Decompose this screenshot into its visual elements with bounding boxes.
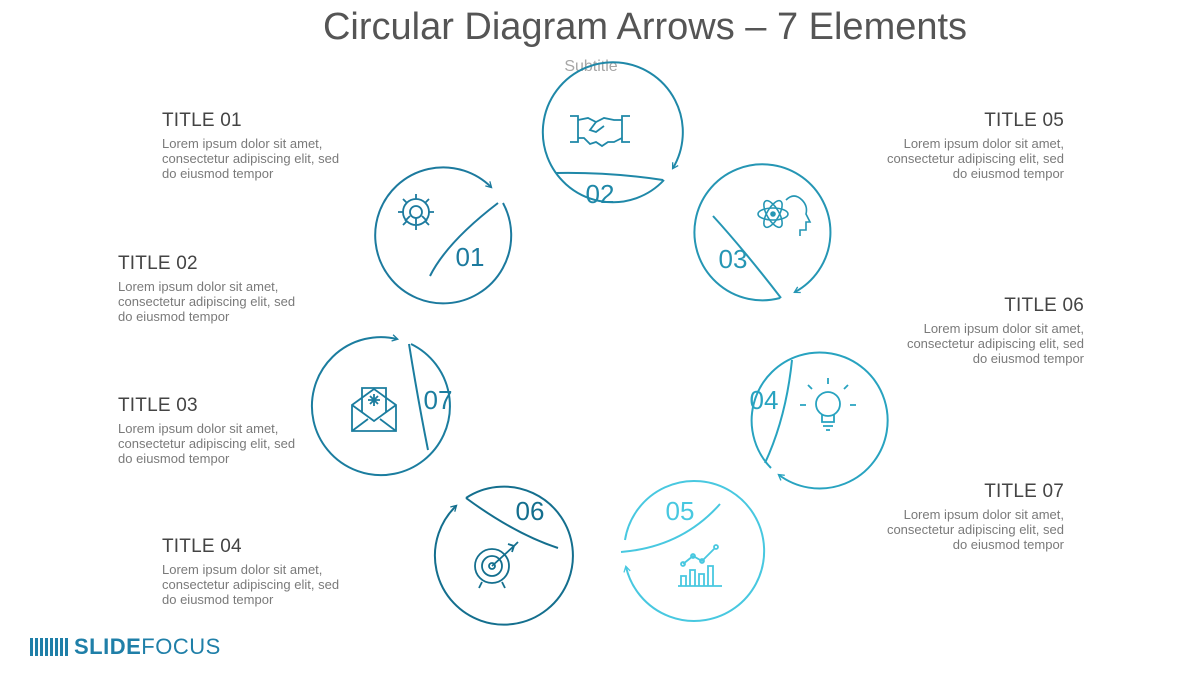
target-arrow-icon: [474, 541, 519, 589]
text-block-06: TITLE 06 Lorem ipsum dolor sit amet, con…: [904, 295, 1084, 366]
slidefocus-logo: SLIDEFOCUS: [30, 633, 221, 661]
circle-02-arc-arrow: [541, 61, 684, 204]
circle-01: 01: [374, 166, 513, 305]
circle-05: 05: [620, 480, 766, 622]
text-block-title: TITLE 02: [118, 253, 198, 274]
circle-04-divider: [764, 359, 793, 464]
circle-06-arc-arrow: [433, 485, 574, 626]
circle-05-divider: [620, 503, 721, 553]
circle-04-arc-arrow: [750, 351, 889, 490]
logo-bars-icon: [30, 638, 68, 656]
circle-06-divider: [465, 497, 559, 549]
circle-07-number: 07: [424, 385, 453, 415]
text-block-title: TITLE 05: [984, 110, 1064, 131]
circle-02-number: 02: [586, 179, 615, 209]
circle-01-divider: [429, 202, 499, 277]
text-block-05: TITLE 05 Lorem ipsum dolor sit amet, con…: [884, 110, 1064, 181]
logo-wordmark: SLIDEFOCUS: [74, 634, 221, 660]
text-block-07: TITLE 07 Lorem ipsum dolor sit amet, con…: [884, 481, 1064, 552]
envelope-snowflake-icon: [351, 387, 397, 432]
text-block-body: Lorem ipsum dolor sit amet, consectetur …: [118, 279, 296, 324]
text-block-body: Lorem ipsum dolor sit amet, consectetur …: [162, 562, 340, 607]
circle-03-number: 03: [719, 244, 748, 274]
circle-02-divider: [555, 171, 664, 181]
circle-07-arc-arrow: [310, 334, 451, 477]
circle-03-arc-arrow: [693, 163, 832, 302]
atom-head-icon: [757, 195, 812, 236]
text-block-title: TITLE 04: [162, 536, 242, 557]
circle-01-arc-arrow: [374, 166, 513, 305]
circle-06: 06: [433, 485, 574, 626]
text-block-title: TITLE 03: [118, 395, 198, 416]
circle-02: 02: [541, 61, 684, 209]
text-block-body: Lorem ipsum dolor sit amet, consectetur …: [886, 507, 1064, 552]
circle-07: 07: [310, 334, 453, 477]
text-block-01: TITLE 01 Lorem ipsum dolor sit amet, con…: [162, 110, 342, 181]
text-block-body: Lorem ipsum dolor sit amet, consectetur …: [906, 321, 1084, 366]
lightbulb-icon: [800, 378, 856, 431]
text-block-body: Lorem ipsum dolor sit amet, consectetur …: [886, 136, 1064, 181]
text-block-03: TITLE 03 Lorem ipsum dolor sit amet, con…: [118, 395, 298, 466]
logo-light-text: FOCUS: [141, 634, 221, 659]
text-block-title: TITLE 07: [984, 481, 1064, 502]
slide-title: Circular Diagram Arrows – 7 Elements: [322, 6, 968, 48]
circle-05-number: 05: [666, 496, 695, 526]
circle-04: 04: [750, 351, 889, 490]
circle-06-number: 06: [516, 496, 545, 526]
circle-07-divider: [408, 343, 429, 451]
gear-steering-icon: [398, 194, 434, 230]
circle-03: 03: [693, 163, 832, 302]
text-block-04: TITLE 04 Lorem ipsum dolor sit amet, con…: [162, 536, 342, 607]
handshake-icon: [570, 115, 630, 148]
bar-chart-icon: [678, 544, 722, 587]
text-block-title: TITLE 01: [162, 110, 242, 131]
circle-05-arc-arrow: [623, 480, 766, 622]
text-block-body: Lorem ipsum dolor sit amet, consectetur …: [118, 421, 296, 466]
text-block-body: Lorem ipsum dolor sit amet, consectetur …: [162, 136, 340, 181]
circle-04-number: 04: [750, 385, 779, 415]
text-block-02: TITLE 02 Lorem ipsum dolor sit amet, con…: [118, 253, 298, 324]
circle-03-divider: [712, 215, 782, 299]
circle-01-number: 01: [456, 242, 485, 272]
logo-bold-text: SLIDE: [74, 634, 142, 659]
text-block-title: TITLE 06: [1004, 295, 1084, 316]
